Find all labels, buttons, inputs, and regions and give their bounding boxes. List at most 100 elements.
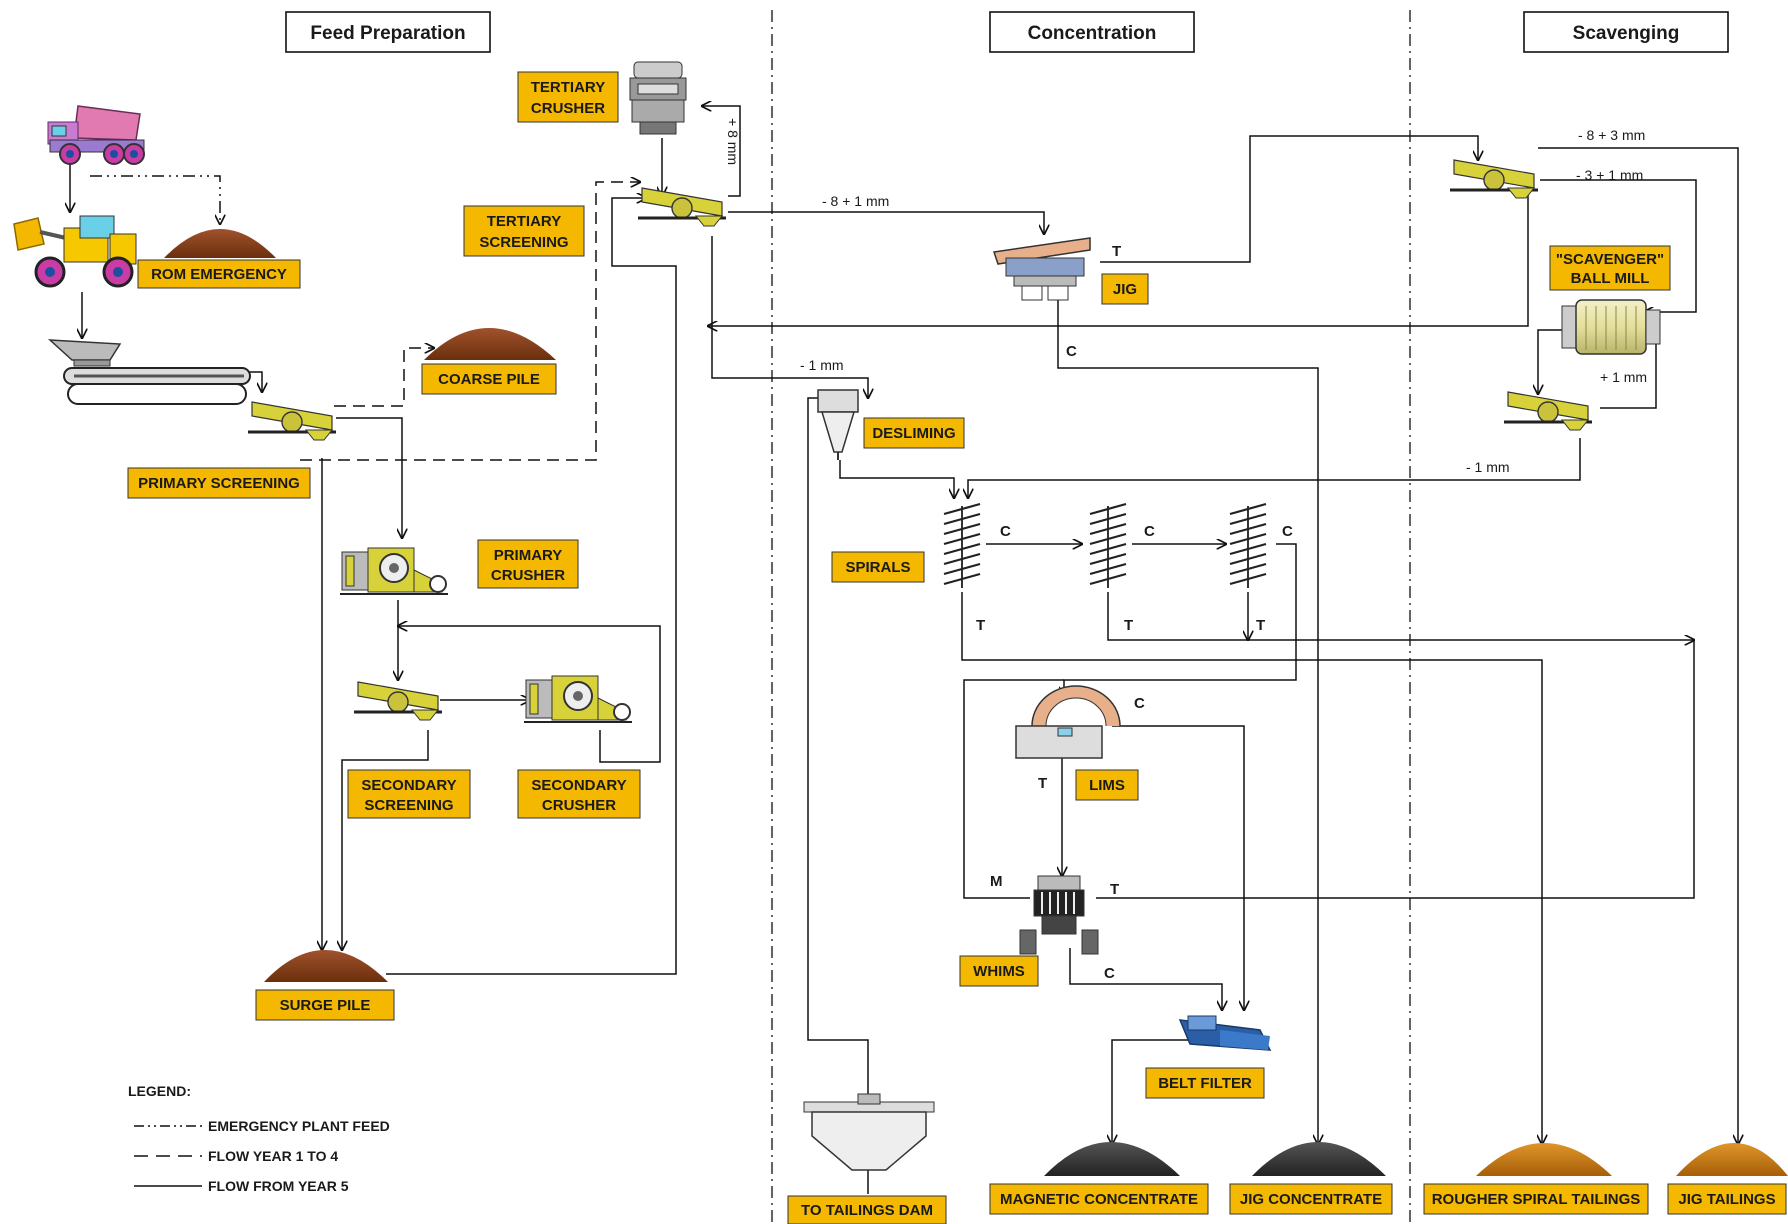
svg-text:"SCAVENGER": "SCAVENGER" [1556, 251, 1664, 268]
jig-tailings-pile-icon [1676, 1143, 1788, 1176]
rougher-spiral-tailings-pile-icon [1476, 1143, 1612, 1176]
tag-lims-c: C [1134, 695, 1145, 712]
label-coarse-pile: COARSE PILE [421, 363, 557, 395]
svg-text:ROM EMERGENCY: ROM EMERGENCY [151, 266, 287, 283]
svg-text:JIG: JIG [1113, 281, 1137, 298]
svg-text:LEGEND:: LEGEND: [128, 1083, 191, 1099]
section-header-concentration: Concentration [989, 11, 1195, 53]
svg-text:FLOW FROM YEAR 5: FLOW FROM YEAR 5 [208, 1178, 349, 1194]
label-primary-crusher: PRIMARY CRUSHER [477, 539, 579, 589]
section-header-scavenging: Scavenging [1523, 11, 1729, 53]
svg-text:WHIMS: WHIMS [973, 963, 1025, 980]
rom-emergency-pile-icon [164, 229, 276, 258]
front-loader-icon [13, 215, 137, 288]
tag-lims-t: T [1038, 775, 1047, 792]
label-scavenger-ball-mill: "SCAVENGER" BALL MILL [1549, 245, 1671, 291]
spiral-3-icon [1228, 502, 1268, 590]
flow-label-plus1: + 1 mm [1600, 369, 1647, 385]
section-header-feed-preparation: Feed Preparation [285, 11, 491, 53]
svg-text:CRUSHER: CRUSHER [542, 797, 616, 814]
svg-text:Concentration: Concentration [1028, 23, 1157, 44]
label-tertiary-crusher: TERTIARY CRUSHER [517, 71, 619, 123]
svg-text:Feed Preparation: Feed Preparation [310, 23, 465, 44]
belt-filter-icon [1178, 1015, 1272, 1051]
label-desliming: DESLIMING [863, 417, 965, 449]
label-magnetic-concentrate: MAGNETIC CONCENTRATE [989, 1183, 1209, 1215]
jig-concentrate-pile-icon [1252, 1142, 1386, 1176]
flow-label-minus3-plus1: - 3 + 1 mm [1576, 167, 1643, 183]
jig-icon [993, 237, 1091, 301]
flow-label-minus1-scav: - 1 mm [1466, 459, 1510, 475]
label-primary-screening: PRIMARY SCREENING [127, 467, 311, 499]
label-tertiary-screening: TERTIARY SCREENING [463, 205, 585, 257]
tag-jig-c: C [1066, 343, 1077, 360]
svg-text:TERTIARY: TERTIARY [487, 213, 561, 230]
svg-text:SECONDARY: SECONDARY [531, 777, 626, 794]
label-jig-tailings: JIG TAILINGS [1667, 1183, 1787, 1215]
svg-text:SURGE PILE: SURGE PILE [280, 997, 371, 1014]
label-spirals: SPIRALS [831, 551, 925, 583]
primary-screen-icon [246, 400, 338, 442]
label-secondary-screening: SECONDARY SCREENING [347, 769, 471, 819]
svg-text:EMERGENCY PLANT FEED: EMERGENCY PLANT FEED [208, 1118, 390, 1134]
tag-whims-t: T [1110, 881, 1119, 898]
label-rougher-spiral-tailings: ROUGHER SPIRAL TAILINGS [1423, 1183, 1649, 1215]
flow-label-minus8-plus1: - 8 + 1 mm [822, 193, 889, 209]
svg-text:PRIMARY: PRIMARY [494, 547, 563, 564]
flow-label-minus1-desliming: - 1 mm [800, 357, 844, 373]
svg-text:JIG CONCENTRATE: JIG CONCENTRATE [1240, 1191, 1382, 1208]
label-jig: JIG [1101, 273, 1149, 305]
svg-text:FLOW YEAR 1 TO 4: FLOW YEAR 1 TO 4 [208, 1148, 338, 1164]
desliming-cyclone-icon [817, 389, 859, 460]
svg-text:CRUSHER: CRUSHER [491, 567, 565, 584]
magnetic-concentrate-pile-icon [1044, 1142, 1180, 1176]
label-secondary-crusher: SECONDARY CRUSHER [517, 769, 641, 819]
label-surge-pile: SURGE PILE [255, 989, 395, 1021]
flow-lines [70, 106, 1738, 1194]
secondary-screen-icon [352, 680, 444, 722]
tertiary-screen-icon [636, 186, 728, 228]
tag-jig-t: T [1112, 243, 1121, 260]
dump-truck-icon [47, 105, 145, 165]
tag-spiral2-t: T [1124, 617, 1133, 634]
label-tailings-dam: TO TAILINGS DAM [787, 1195, 947, 1224]
label-lims: LIMS [1075, 769, 1139, 801]
svg-text:Scavenging: Scavenging [1573, 23, 1680, 44]
svg-text:SCREENING: SCREENING [479, 234, 568, 251]
label-whims: WHIMS [959, 955, 1039, 987]
svg-text:SCREENING: SCREENING [364, 797, 453, 814]
dashed-flow-lines [90, 175, 640, 461]
tag-whims-c: C [1104, 965, 1115, 982]
ball-mill-icon [1561, 299, 1661, 355]
scavenger-screen-2-icon [1502, 390, 1594, 432]
svg-text:TERTIARY: TERTIARY [531, 79, 605, 96]
svg-text:SPIRALS: SPIRALS [845, 559, 910, 576]
svg-text:BALL MILL: BALL MILL [1571, 270, 1650, 287]
svg-text:DESLIMING: DESLIMING [872, 425, 955, 442]
svg-text:PRIMARY SCREENING: PRIMARY SCREENING [138, 475, 300, 492]
flow-label-minus8-plus3: - 8 + 3 mm [1578, 127, 1645, 143]
label-jig-concentrate: JIG CONCENTRATE [1229, 1183, 1393, 1215]
svg-text:COARSE PILE: COARSE PILE [438, 371, 540, 388]
tag-spiral2-c: C [1144, 523, 1155, 540]
scavenger-screen-1-icon [1448, 158, 1540, 200]
surge-pile-icon [264, 950, 388, 982]
flow-label-plus-8mm: + 8 mm [725, 118, 741, 165]
legend: LEGEND: EMERGENCY PLANT FEED FLOW YEAR 1… [128, 1083, 390, 1194]
tag-spiral1-c: C [1000, 523, 1011, 540]
tag-spiral3-t: T [1256, 617, 1265, 634]
tag-spiral3-c: C [1282, 523, 1293, 540]
tertiary-crusher-icon [629, 61, 687, 135]
svg-text:JIG TAILINGS: JIG TAILINGS [1678, 1191, 1775, 1208]
svg-text:TO TAILINGS DAM: TO TAILINGS DAM [801, 1202, 933, 1219]
conveyor-feeder-icon [47, 339, 251, 405]
primary-crusher-icon [339, 547, 449, 595]
svg-text:LIMS: LIMS [1089, 777, 1125, 794]
label-rom-emergency: ROM EMERGENCY [137, 259, 301, 289]
secondary-crusher-icon [523, 675, 633, 723]
whims-icon [1019, 875, 1099, 955]
svg-text:MAGNETIC CONCENTRATE: MAGNETIC CONCENTRATE [1000, 1191, 1198, 1208]
tailings-thickener-icon [803, 1093, 935, 1171]
spiral-2-icon [1088, 502, 1128, 590]
